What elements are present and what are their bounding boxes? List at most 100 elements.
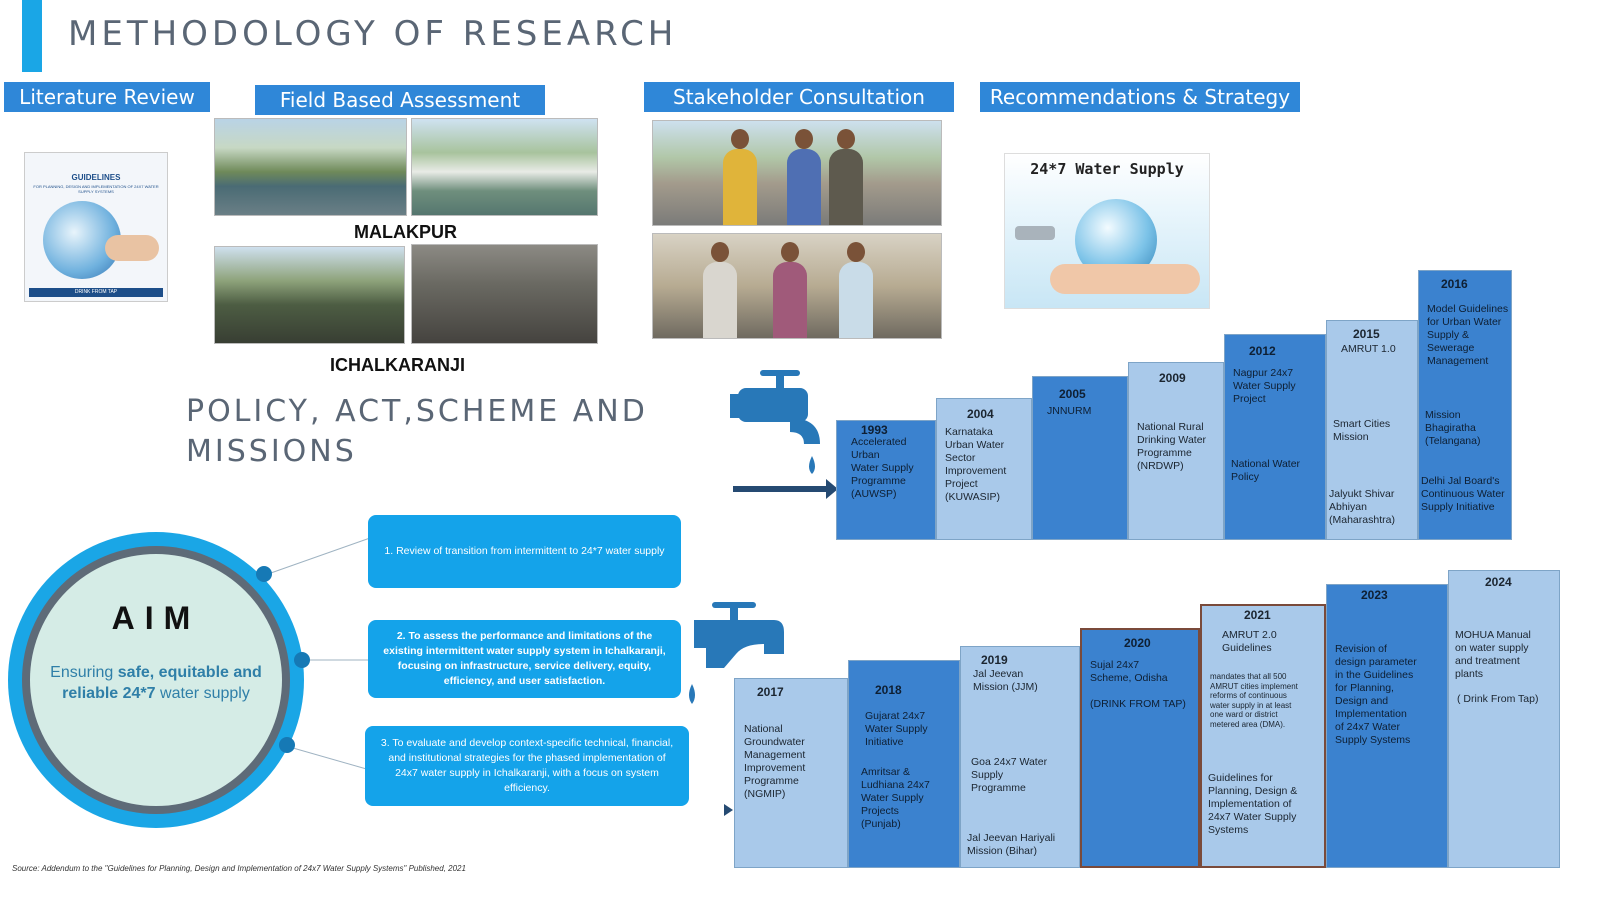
timeline-arrow-head: [826, 479, 838, 499]
timeline-line: Supply &: [1427, 329, 1470, 341]
timeline-year: 2019: [981, 653, 1008, 667]
aim-text-bold: safe, equitable and reliable 24*7: [62, 664, 262, 702]
timeline-line: Projects: [861, 805, 899, 817]
timeline-text: ( Drink From Tap): [1457, 693, 1538, 706]
timeline-line: JNNURM: [1047, 405, 1092, 417]
timeline-line: Groundwater: [744, 736, 805, 748]
cover-title: GUIDELINES: [71, 173, 121, 182]
person-figure: [787, 129, 821, 225]
photo-stakeholder-indoor: [652, 233, 942, 339]
person-figure: [839, 242, 873, 338]
person-figure: [703, 242, 737, 338]
aim-text-post: water supply: [155, 685, 250, 702]
timeline-line: Karnataka: [945, 426, 993, 438]
page-title: METHODOLOGY OF RESEARCH: [68, 14, 678, 54]
timeline-line: National Water: [1231, 458, 1301, 470]
source-note: Source: Addendum to the "Guidelines for …: [12, 864, 466, 873]
timeline-line: AMRUT cities implement: [1210, 681, 1298, 691]
title-accent-bar: [22, 0, 42, 72]
timeline-line: on water supply: [1455, 642, 1529, 654]
aim-text-pre: Ensuring: [50, 664, 118, 681]
timeline-line: Mission: [1425, 409, 1461, 421]
tap-illustration: [1015, 226, 1055, 240]
timeline-line: for Urban Water: [1427, 316, 1502, 328]
timeline-line: ( Drink From Tap): [1457, 693, 1539, 705]
timeline-line: Mission (JJM): [973, 681, 1038, 693]
timeline-year: 2012: [1249, 344, 1276, 358]
label-stakeholder-consultation: Stakeholder Consultation: [644, 82, 954, 112]
timeline-line: (DRINK FROM TAP): [1090, 698, 1186, 710]
timeline-year: 2004: [967, 407, 994, 421]
timeline-year: 2017: [757, 685, 784, 699]
timeline-text: JNNURM: [1047, 405, 1091, 418]
timeline-line: Project: [945, 478, 978, 490]
timeline-line: Programme: [1137, 447, 1192, 459]
timeline-line: Abhiyan: [1329, 501, 1367, 513]
timeline-line: Ludhiana 24x7: [861, 779, 930, 791]
timeline-line: one ward or district: [1210, 710, 1278, 719]
timeline-line: Mission (Bihar): [967, 845, 1038, 857]
timeline-year: 2005: [1059, 387, 1086, 401]
photo-malakpur-plant: [411, 118, 598, 216]
timeline-line: Scheme, Odisha: [1090, 672, 1168, 684]
timeline-line: of 24x7 Water: [1335, 721, 1400, 733]
timeline-year: 2015: [1353, 327, 1380, 341]
timeline-line: Supply Initiative: [1421, 501, 1495, 513]
timeline-line: Nagpur 24x7: [1233, 367, 1294, 379]
aim-circle: [30, 554, 282, 806]
aim-title: AIM: [111, 600, 201, 636]
timeline-line: Supply Systems: [1335, 734, 1411, 746]
timeline-line: National Rural: [1137, 421, 1204, 433]
timeline-line: Project: [1233, 393, 1266, 405]
timeline-line: Jal Jeevan: [973, 668, 1024, 680]
cover-strip-text: DRINK FROM TAP: [74, 289, 118, 295]
timeline-line: Guidelines: [1222, 642, 1272, 654]
timeline-line: Management: [1427, 355, 1489, 367]
photo-stakeholder-outdoor: [652, 120, 942, 226]
timeline-line: Sewerage: [1427, 342, 1475, 354]
timeline-line: Continuous Water: [1421, 488, 1505, 500]
timeline-year: 2024: [1485, 575, 1512, 589]
policy-section-title: POLICY, ACT,SCHEME AND MISSIONS: [186, 392, 648, 472]
photo-ichalkaranji-pumphouse: [411, 244, 598, 344]
timeline-line: Urban Water: [945, 439, 1005, 451]
timeline-line: (NGMIP): [744, 788, 786, 800]
timeline-line: Sujal 24x7: [1090, 659, 1140, 671]
timeline-line: Management: [744, 749, 806, 761]
timeline-line: Supply: [971, 769, 1004, 781]
timeline-line: Improvement: [744, 762, 806, 774]
cover-subtitle: FOR PLANNING, DESIGN AND IMPLEMENTATION …: [33, 184, 159, 194]
timeline-line: (KUWASIP): [945, 491, 1001, 503]
timeline-line: Model Guidelines: [1427, 303, 1509, 315]
label-ichalkaranji: ICHALKARANJI: [330, 355, 465, 375]
timeline-line: Programme: [851, 475, 906, 487]
water-image-title: 24*7 Water Supply: [1030, 160, 1184, 178]
timeline-year: 2018: [875, 683, 902, 697]
guidelines-cover-image: GUIDELINES FOR PLANNING, DESIGN AND IMPL…: [24, 152, 168, 302]
cover-strip: DRINK FROM TAP: [29, 288, 163, 297]
timeline-line: Jal Jeevan Hariyali: [967, 832, 1056, 844]
policy-title-line1: POLICY, ACT,SCHEME AND: [186, 394, 648, 429]
timeline-line: 24x7 Water Supply: [1208, 811, 1297, 823]
timeline-line: Design and: [1335, 695, 1389, 707]
timeline-arrow-head: [724, 804, 733, 816]
